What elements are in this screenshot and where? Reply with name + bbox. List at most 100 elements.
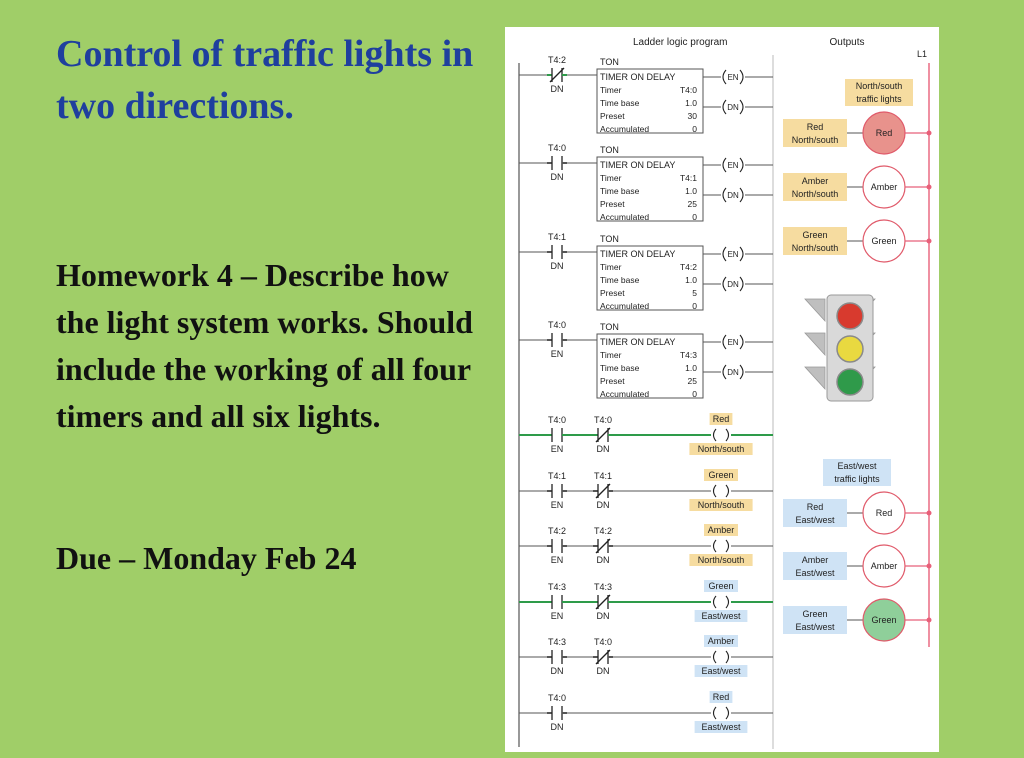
rail-node bbox=[926, 130, 932, 136]
contact-bit: DN bbox=[597, 666, 610, 676]
output-coil-arc bbox=[725, 595, 730, 609]
timer-field-label: Preset bbox=[600, 376, 625, 386]
ton-label: TON bbox=[600, 322, 619, 332]
contact-bit: EN bbox=[551, 500, 564, 510]
output-coil-arc bbox=[712, 539, 717, 553]
output-label-line: North/south bbox=[792, 135, 839, 145]
program-header: Ladder logic program bbox=[633, 37, 728, 48]
ton-label: TON bbox=[600, 234, 619, 244]
dn-coil-label: DN bbox=[727, 191, 739, 200]
dn-coil-arc bbox=[722, 187, 727, 203]
slide-title: Control of traffic lights in two directi… bbox=[56, 33, 474, 127]
timer-field-value: 1.0 bbox=[685, 186, 697, 196]
contact-bit: EN bbox=[551, 555, 564, 565]
output-label-line: Amber bbox=[802, 176, 829, 186]
contact-bit: DN bbox=[551, 722, 564, 732]
timer-field-value: T4:0 bbox=[680, 85, 697, 95]
dn-coil-arc bbox=[739, 187, 744, 203]
dn-coil-label: DN bbox=[727, 280, 739, 289]
rail-node bbox=[926, 510, 932, 516]
coil-label-bg bbox=[709, 413, 733, 425]
output-label-line: North/south bbox=[792, 189, 839, 199]
coil-label-bg bbox=[704, 469, 738, 481]
timer-field-value: 25 bbox=[688, 199, 698, 209]
coil-label-bg bbox=[694, 665, 748, 677]
output-label-line: East/west bbox=[795, 568, 835, 578]
timer-field-label: Accumulated bbox=[600, 301, 649, 311]
contact-address: T4:2 bbox=[548, 526, 566, 536]
timer-field-label: Timer bbox=[600, 262, 622, 272]
timer-field-label: Time base bbox=[600, 363, 640, 373]
timer-field-value: 25 bbox=[688, 376, 698, 386]
outputs-header: Outputs bbox=[829, 37, 864, 48]
output-coil-arc bbox=[725, 650, 730, 664]
coil-label-bg bbox=[704, 635, 738, 647]
dn-coil-arc bbox=[739, 276, 744, 292]
timer-field-value: 0 bbox=[692, 124, 697, 134]
timer-block-title: TIMER ON DELAY bbox=[600, 72, 675, 82]
contact-bit: DN bbox=[551, 261, 564, 271]
due-date-text: Due – Monday Feb 24 bbox=[56, 540, 357, 576]
contact-slash bbox=[595, 483, 611, 499]
contact-address: T4:0 bbox=[548, 143, 566, 153]
timer-field-value: 1.0 bbox=[685, 98, 697, 108]
timer-field-label: Timer bbox=[600, 173, 622, 183]
contact-address: T4:0 bbox=[548, 320, 566, 330]
timer-block-title: TIMER ON DELAY bbox=[600, 337, 675, 347]
timer-block bbox=[596, 245, 704, 311]
en-coil-arc bbox=[722, 246, 727, 262]
contact-bit: DN bbox=[597, 444, 610, 454]
contact-address: T4:1 bbox=[548, 232, 566, 242]
dn-coil-arc bbox=[722, 364, 727, 380]
coil-label-top: Green bbox=[708, 581, 733, 591]
timer-field-value: T4:1 bbox=[680, 173, 697, 183]
coil-label-top: Red bbox=[713, 692, 730, 702]
timer-field-label: Preset bbox=[600, 111, 625, 121]
contact-address: T4:1 bbox=[548, 471, 566, 481]
contact-address: T4:0 bbox=[594, 415, 612, 425]
timer-field-label: Accumulated bbox=[600, 212, 649, 222]
lamp-label: Amber bbox=[871, 182, 898, 192]
timer-field-value: T4:3 bbox=[680, 350, 697, 360]
timer-field-label: Preset bbox=[600, 199, 625, 209]
coil-label-bottom: East/west bbox=[701, 611, 741, 621]
contact-slash bbox=[595, 649, 611, 665]
dn-coil-arc bbox=[739, 99, 744, 115]
dn-coil-arc bbox=[722, 276, 727, 292]
timer-block bbox=[596, 68, 704, 134]
contact-bit: EN bbox=[551, 444, 564, 454]
timer-field-label: Time base bbox=[600, 98, 640, 108]
rail-label-l1: L1 bbox=[917, 49, 927, 59]
en-coil-arc bbox=[722, 69, 727, 85]
timer-block bbox=[596, 333, 704, 399]
output-label-bg bbox=[783, 552, 847, 580]
group-label-bg bbox=[845, 79, 913, 106]
timer-field-label: Time base bbox=[600, 186, 640, 196]
contact-bit: EN bbox=[551, 349, 564, 359]
en-coil-arc bbox=[739, 246, 744, 262]
traffic-light-amber bbox=[836, 335, 864, 363]
contact-bit: DN bbox=[551, 84, 564, 94]
timer-block bbox=[596, 156, 704, 222]
contact-bit: EN bbox=[551, 611, 564, 621]
dn-coil-arc bbox=[739, 364, 744, 380]
timer-field-label: Preset bbox=[600, 288, 625, 298]
contact-address: T4:0 bbox=[594, 637, 612, 647]
timer-field-value: 1.0 bbox=[685, 275, 697, 285]
output-coil-arc bbox=[725, 484, 730, 498]
en-coil-arc bbox=[722, 157, 727, 173]
coil-label-top: Amber bbox=[708, 525, 735, 535]
coil-label-bg bbox=[689, 554, 753, 566]
coil-label-bg bbox=[689, 499, 753, 511]
timer-field-label: Time base bbox=[600, 275, 640, 285]
output-label-bg bbox=[783, 499, 847, 527]
lamp-label: Red bbox=[876, 128, 893, 138]
slide-title-block: Control of traffic lights in two directi… bbox=[56, 28, 486, 132]
traffic-light-visor-left bbox=[804, 298, 826, 323]
